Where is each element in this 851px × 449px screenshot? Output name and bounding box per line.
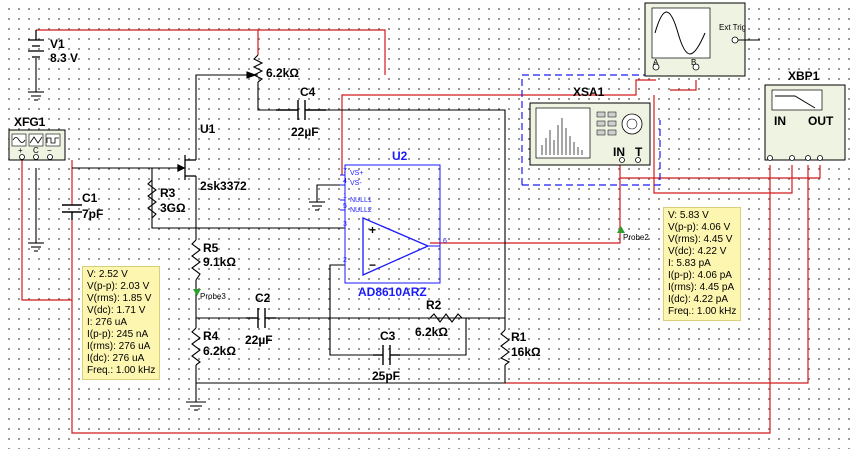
capacitor-c3[interactable] xyxy=(373,345,400,365)
probe2-line: I(p-p): 4.06 pA xyxy=(668,270,732,281)
capacitor-c4[interactable] xyxy=(276,100,326,120)
probe2-line: V(rms): 4.45 V xyxy=(668,234,733,245)
r4-value: 6.2kΩ xyxy=(203,344,236,358)
probe2-line: V: 5.83 V xyxy=(668,210,709,221)
c1-value: 7pF xyxy=(82,207,103,221)
probe2-line: V(dc): 4.22 V xyxy=(668,246,727,257)
battery-v1[interactable] xyxy=(28,30,44,58)
opamp-u2[interactable]: + − 7 4 1 5 3 2 6 xyxy=(340,164,447,284)
xsa1-pin-in: IN xyxy=(613,145,625,159)
probe2-label: Probe2 xyxy=(623,233,649,242)
xsa1-ref: XSA1 xyxy=(573,85,605,99)
instrument-wires xyxy=(521,74,672,186)
svg-text:+: + xyxy=(18,146,23,155)
probe2-line: I(dc): 4.22 pA xyxy=(668,294,729,305)
svg-text:C: C xyxy=(33,146,39,155)
u2-pin-vsminus: VS- xyxy=(350,180,362,187)
probe2-line: I(rms): 4.45 pA xyxy=(668,282,735,293)
r4-ref: R4 xyxy=(203,329,219,343)
c2-ref: C2 xyxy=(255,291,271,305)
probe3-line: I(rms): 276 uA xyxy=(87,341,151,352)
u2-pin-null2: NULL2 xyxy=(350,207,372,214)
resistor-r1[interactable] xyxy=(499,329,511,366)
xsa1-pin-t: T xyxy=(635,145,643,159)
probe3-line: I(dc): 276 uA xyxy=(87,353,145,364)
u2-pin-vsplus: VS+ xyxy=(350,170,363,177)
red-wires xyxy=(21,29,821,434)
xfg1-ref: XFG1 xyxy=(14,115,46,129)
probe2-readout: V: 5.83 V V(p-p): 4.06 V V(rms): 4.45 V … xyxy=(663,207,742,321)
u2-pin-null1: NULL1 xyxy=(350,197,372,204)
svg-text:5: 5 xyxy=(343,203,347,210)
r1-value: 16kΩ xyxy=(511,345,541,359)
r3-ref: R3 xyxy=(160,186,176,200)
c2-value: 22µF xyxy=(245,333,273,347)
xbp1-pin-out: OUT xyxy=(808,114,834,128)
spectrum-analyzer-xsa1[interactable] xyxy=(529,102,651,166)
c4-ref: C4 xyxy=(300,85,316,99)
svg-text:4: 4 xyxy=(343,178,347,185)
c3-value: 25pF xyxy=(372,369,400,383)
bode-plotter-xbp1[interactable] xyxy=(764,84,846,161)
function-generator-xfg1[interactable]: + C− xyxy=(8,129,66,161)
u1-part: 2sk3372 xyxy=(200,179,247,193)
probe3-marker[interactable] xyxy=(193,289,201,296)
capacitor-c2[interactable] xyxy=(246,308,276,328)
r2-ref: R2 xyxy=(426,298,442,312)
resistor-r2[interactable] xyxy=(429,313,463,323)
svg-text:−: − xyxy=(369,258,376,272)
v1-value: 8.3 V xyxy=(50,51,78,65)
oscilloscope[interactable] xyxy=(644,2,760,77)
probe2-line: V(p-p): 4.06 V xyxy=(668,222,731,233)
r5-ref: R5 xyxy=(203,241,219,255)
svg-text:2: 2 xyxy=(343,257,347,264)
svg-text:1: 1 xyxy=(343,193,347,200)
probe3-line: V(p-p): 2.03 V xyxy=(87,281,150,292)
u2-ref: U2 xyxy=(392,149,408,163)
probe3-line: I(p-p): 245 nA xyxy=(87,329,149,340)
scope-pin-b: B xyxy=(691,58,696,67)
probe3-label: Probe3 xyxy=(200,292,226,301)
svg-text:3: 3 xyxy=(343,221,347,228)
resistor-r3[interactable] xyxy=(147,179,157,219)
probe3-line: V(rms): 1.85 V xyxy=(87,293,152,304)
probe3-line: V(dc): 1.71 V xyxy=(87,305,146,316)
svg-text:7: 7 xyxy=(343,168,347,175)
r3-value: 3GΩ xyxy=(160,201,186,215)
scope-pin-a: A xyxy=(653,58,659,67)
potentiometer[interactable] xyxy=(246,54,264,83)
probe3-line: Freq.: 1.00 kHz xyxy=(87,365,156,376)
jfet-u1[interactable] xyxy=(177,155,196,180)
capacitor-c1[interactable] xyxy=(62,204,82,220)
c3-ref: C3 xyxy=(380,329,396,343)
u2-part: AD8610ARZ xyxy=(358,285,427,299)
xbp1-pin-in: IN xyxy=(774,114,786,128)
r5-value: 9.1kΩ xyxy=(203,255,236,269)
c4-value: 22µF xyxy=(291,125,319,139)
xbp1-ref: XBP1 xyxy=(788,69,820,83)
r1-ref: R1 xyxy=(511,330,527,344)
probe3-line: I: 276 uA xyxy=(87,317,128,328)
svg-text:+: + xyxy=(369,223,376,237)
probe3-line: V: 2.52 V xyxy=(87,269,128,280)
pot-value: 6.2kΩ xyxy=(266,66,299,80)
c1-ref: C1 xyxy=(82,191,98,205)
probe3-readout: V: 2.52 V V(p-p): 2.03 V V(rms): 1.85 V … xyxy=(82,266,161,380)
v1-ref: V1 xyxy=(50,37,65,51)
svg-text:6: 6 xyxy=(443,238,447,245)
scope-ext-trig: Ext Trig xyxy=(719,23,746,32)
black-wires xyxy=(28,58,506,411)
r2-value: 6.2kΩ xyxy=(415,325,448,339)
probe2-marker[interactable] xyxy=(617,226,625,233)
u1-ref: U1 xyxy=(200,122,216,136)
svg-text:−: − xyxy=(47,146,52,155)
probe2-line: I: 5.83 pA xyxy=(668,258,711,269)
probe2-line: Freq.: 1.00 kHz xyxy=(668,306,737,317)
resistor-r4[interactable] xyxy=(191,327,201,366)
resistor-r5[interactable] xyxy=(191,239,201,281)
